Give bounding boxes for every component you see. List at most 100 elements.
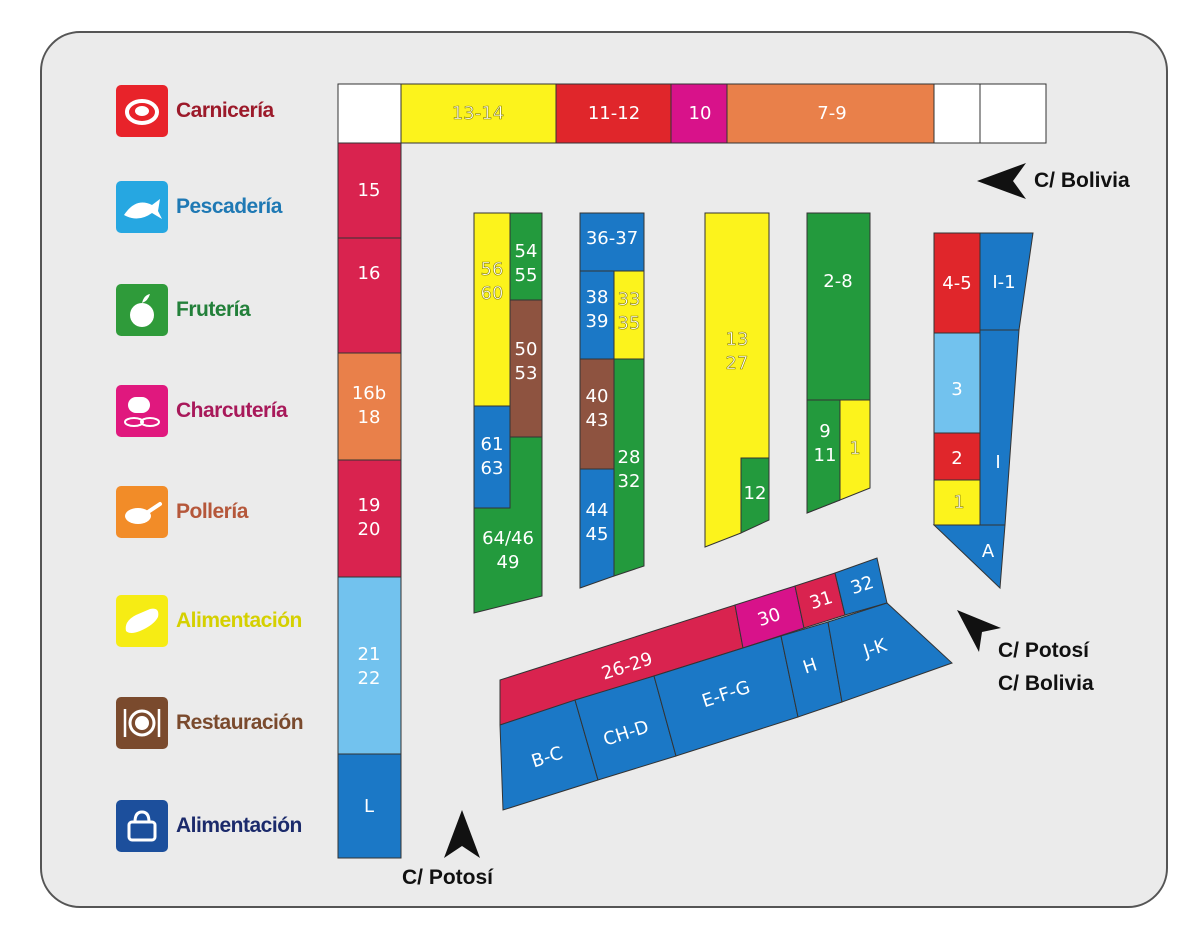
- sausage-icon: [116, 385, 168, 437]
- stall-label: A: [982, 541, 995, 562]
- legend-item-alimentacion-2: Alimentación: [116, 799, 302, 853]
- stall-31: 31: [794, 572, 846, 629]
- stall-11-12: 11-12: [555, 83, 672, 144]
- stall-3: 3: [933, 332, 981, 434]
- street-label-potosi-bottom: C/ Potosí: [402, 866, 494, 889]
- arrow-potosi-bottom-icon: [444, 810, 480, 858]
- stall-shape: [473, 212, 511, 407]
- stall-shape: [579, 468, 615, 589]
- stall-15: 15: [337, 142, 402, 239]
- stall-shape: [979, 83, 1047, 144]
- stall-label: 2: [951, 448, 962, 469]
- stall-4-5: 4-5: [933, 232, 981, 334]
- legend-label: Pollería: [176, 500, 248, 523]
- stall-B-C: B-C: [499, 699, 599, 811]
- stall-label: 1: [849, 438, 860, 459]
- plate-cutlery-icon: [116, 697, 168, 749]
- stall-E-F-G: E-F-G: [653, 635, 799, 757]
- street-label-potosi-right: C/ Potosí: [998, 639, 1090, 662]
- stall-shape: [839, 399, 871, 501]
- stall-16: 16: [337, 237, 402, 354]
- stall-I: I: [979, 329, 1020, 526]
- stall-top-blank-2: [933, 83, 981, 144]
- stall-label: H: [800, 654, 819, 678]
- street-label-bolivia-top: C/ Bolivia: [1034, 169, 1130, 192]
- stall-1: 1: [933, 479, 981, 526]
- legend-item-fruteria: Frutería: [116, 283, 251, 337]
- stall-label: 7-9: [817, 103, 846, 124]
- street-label-bolivia-right: C/ Bolivia: [998, 672, 1094, 695]
- stall-label: 13-14: [452, 103, 504, 124]
- stall-shape: [337, 237, 402, 354]
- shopping-bag-icon: [116, 800, 168, 852]
- legend-item-alimentacion: Alimentación: [116, 594, 302, 648]
- stall-top-blank-1: [337, 83, 402, 144]
- stall-label: L: [364, 796, 374, 817]
- stall-shape: [933, 83, 981, 144]
- stall-shape: [740, 457, 770, 534]
- stall-label: 1: [953, 492, 964, 513]
- stall-13-14: 13-14: [400, 83, 557, 144]
- stall-shape: [337, 753, 402, 859]
- stall-10: 10: [670, 83, 728, 144]
- fish-icon: [116, 181, 168, 233]
- stall-top-blank-3: [979, 83, 1047, 144]
- stall-label: 16: [358, 263, 381, 284]
- legend-label: Alimentación: [176, 609, 302, 632]
- stall-shape: [337, 576, 402, 755]
- stall-label: 15: [358, 180, 381, 201]
- stall-label: 11-12: [588, 103, 640, 124]
- stall-I-1: I-1: [979, 232, 1034, 331]
- arrow-bolivia-top-icon: [977, 163, 1026, 199]
- legend-item-polleria: Pollería: [116, 485, 248, 539]
- legend-item-pescaderia: Pescadería: [116, 180, 282, 234]
- legend-item-restauracion: Restauración: [116, 696, 304, 750]
- stall-label: I: [995, 452, 1000, 473]
- bread-icon: [116, 595, 168, 647]
- legend-item-charcuteria: Charcutería: [116, 384, 288, 438]
- stall-shape: [473, 436, 543, 614]
- roast-chicken-icon: [116, 486, 168, 538]
- legend-label: Alimentación: [176, 814, 302, 837]
- legend-label: Charcutería: [176, 399, 288, 422]
- stall-2: 2: [933, 432, 981, 481]
- stall-J-K: J-K: [827, 602, 953, 703]
- stall-36-37: 36-37: [579, 212, 645, 272]
- stall-12: 12: [740, 457, 770, 534]
- legend-label: Carnicería: [176, 99, 274, 122]
- stall-label: I-1: [992, 272, 1015, 293]
- stall-shape: [827, 602, 953, 703]
- stall-7-9: 7-9: [726, 83, 935, 144]
- stall-L: L: [337, 753, 402, 859]
- stall-label: 36-37: [586, 228, 638, 249]
- stall-label: 2-8: [823, 271, 852, 292]
- stall-shape: [337, 83, 402, 144]
- legend-label: Frutería: [176, 298, 251, 321]
- stall-label: 10: [689, 103, 712, 124]
